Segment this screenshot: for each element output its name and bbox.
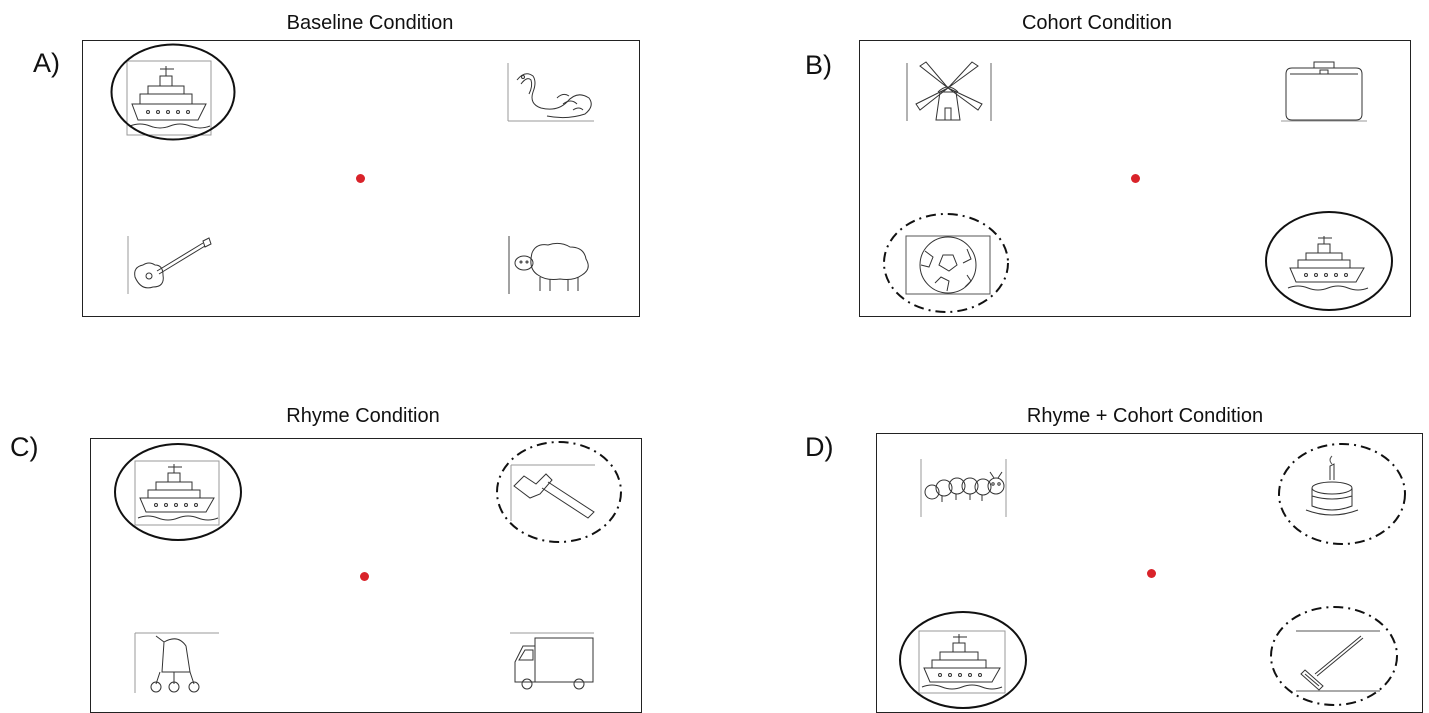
ship-icon (918, 630, 1006, 694)
ship-icon (126, 60, 212, 136)
competitor-circle (1270, 606, 1398, 706)
guitar-icon (127, 236, 212, 294)
fixation-dot (356, 174, 365, 183)
caterpillar-icon (920, 459, 1007, 517)
ship-icon (1287, 236, 1369, 291)
panel-d-title: Rhyme + Cohort Condition (1026, 405, 1264, 427)
target-circle (1265, 211, 1393, 311)
target-circle (110, 43, 236, 141)
panel-b-letter: B) (805, 50, 832, 80)
windmill-icon (906, 61, 992, 121)
stroller-icon (134, 632, 219, 693)
panel-a-title: Baseline Condition (286, 12, 454, 34)
broom-icon (1296, 630, 1380, 692)
sheep-icon (508, 236, 589, 294)
hammer-icon (510, 464, 595, 521)
fixation-dot (360, 572, 369, 581)
suitcase-icon (1281, 61, 1367, 122)
target-circle (114, 443, 242, 541)
snake-icon (507, 63, 594, 122)
ball-icon (905, 235, 991, 295)
fixation-dot (1147, 569, 1156, 578)
competitor-circle (496, 441, 622, 543)
competitor-circle (883, 213, 1009, 313)
cake-icon (1305, 455, 1359, 516)
panel-c-letter: C) (10, 432, 39, 462)
target-circle (899, 611, 1027, 709)
fixation-dot (1131, 174, 1140, 183)
panel-b-title: Cohort Condition (1021, 12, 1173, 34)
competitor-circle (1278, 443, 1406, 545)
ship-icon (134, 460, 220, 526)
truck-icon (510, 632, 594, 690)
panel-c-title: Rhyme Condition (286, 405, 440, 427)
panel-d-letter: D) (805, 432, 834, 462)
panel-a-letter: A) (33, 48, 60, 78)
